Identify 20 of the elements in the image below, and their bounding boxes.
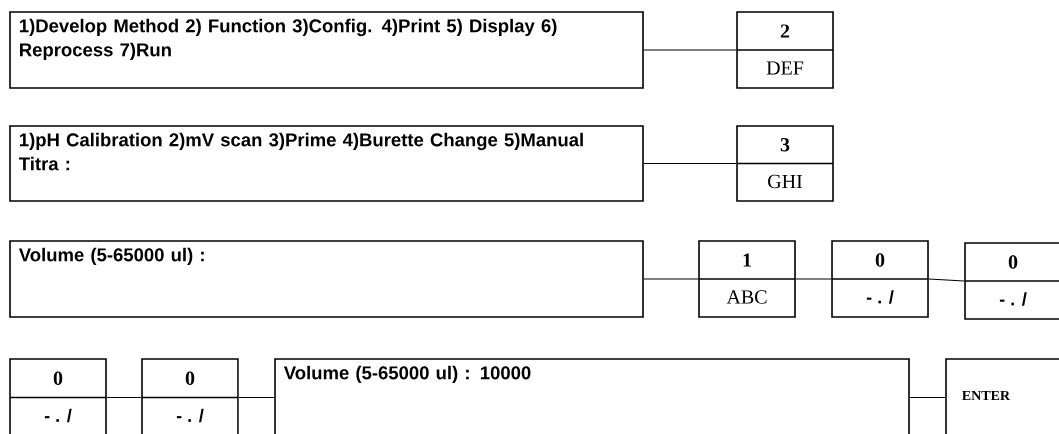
display-screen: 1)Develop Method 2) Function 3)Config. 4)Print 5) Display 6) Reprocess 7)Run bbox=[9, 11, 644, 89]
connector-line bbox=[909, 397, 946, 398]
connector-line bbox=[106, 397, 142, 398]
keypad-key: 0 - . / bbox=[9, 358, 107, 434]
enter-key: ENTER bbox=[945, 358, 1059, 434]
connector-line bbox=[643, 49, 737, 51]
connector-line bbox=[643, 163, 737, 164]
display-screen: Volume (5-65000 ul) : 10000 bbox=[274, 358, 910, 434]
keypad-key: 1 ABC bbox=[698, 240, 796, 318]
keypad-key: 2 DEF bbox=[736, 11, 834, 89]
connector-line bbox=[795, 278, 832, 280]
keypad-key: 0 - . / bbox=[964, 242, 1059, 320]
connector-line bbox=[643, 278, 699, 280]
connector-line bbox=[238, 397, 275, 398]
display-screen: Volume (5-65000 ul) : bbox=[9, 240, 644, 318]
keypad-key: 3 GHI bbox=[736, 125, 834, 202]
keypad-key: 0 - . / bbox=[831, 240, 929, 318]
keypad-key: 0 - . / bbox=[141, 358, 239, 434]
display-screen: 1)pH Calibration 2)mV scan 3)Prime 4)Burette Change 5)Manual Titra : bbox=[9, 125, 644, 202]
connector-line bbox=[928, 278, 965, 282]
